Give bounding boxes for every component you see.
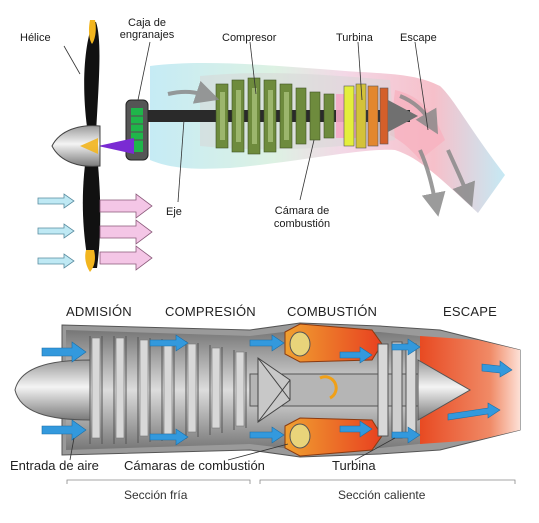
section-escape: ESCAPE bbox=[443, 304, 497, 319]
label-escape-top: Escape bbox=[400, 32, 437, 44]
label-eje: Eje bbox=[166, 206, 182, 218]
inflow-arrows bbox=[37, 193, 153, 271]
turboprop-engine bbox=[37, 20, 505, 272]
label-helice: Hélice bbox=[20, 32, 51, 44]
label-camara-line1: Cámara de bbox=[274, 205, 330, 217]
turbine-stages bbox=[343, 83, 389, 149]
label-caja-line2: engranajes bbox=[119, 29, 175, 41]
label-entrada-aire: Entrada de aire bbox=[10, 458, 99, 473]
footer-seccion-caliente: Sección caliente bbox=[338, 488, 426, 502]
footer-seccion-fria: Sección fría bbox=[124, 488, 188, 502]
label-turbina-bottom: Turbina bbox=[332, 458, 376, 473]
section-brackets bbox=[66, 479, 516, 484]
jet-turbine bbox=[377, 341, 417, 439]
gear-drive bbox=[98, 138, 134, 154]
label-camaras-combustion: Cámaras de combustión bbox=[124, 458, 265, 473]
jet-airflow-arrows bbox=[41, 334, 513, 446]
jet-nose-cone bbox=[14, 359, 91, 421]
jet-exhaust-cone bbox=[417, 359, 472, 421]
label-caja-line1: Caja de bbox=[128, 17, 166, 29]
rotation-indicator bbox=[319, 375, 338, 400]
internal-flow-arrows bbox=[167, 80, 476, 217]
label-compresor: Compresor bbox=[222, 32, 277, 44]
section-combustion: COMBUSTIÓN bbox=[287, 304, 378, 319]
exhaust-cone bbox=[388, 100, 418, 132]
label-camara-line2: combustión bbox=[273, 218, 331, 230]
section-admision: ADMISIÓN bbox=[66, 304, 132, 319]
turbojet-engine bbox=[14, 322, 521, 484]
propeller bbox=[51, 20, 101, 272]
section-compresion: COMPRESIÓN bbox=[165, 304, 256, 319]
label-turbina-top: Turbina bbox=[336, 32, 373, 44]
